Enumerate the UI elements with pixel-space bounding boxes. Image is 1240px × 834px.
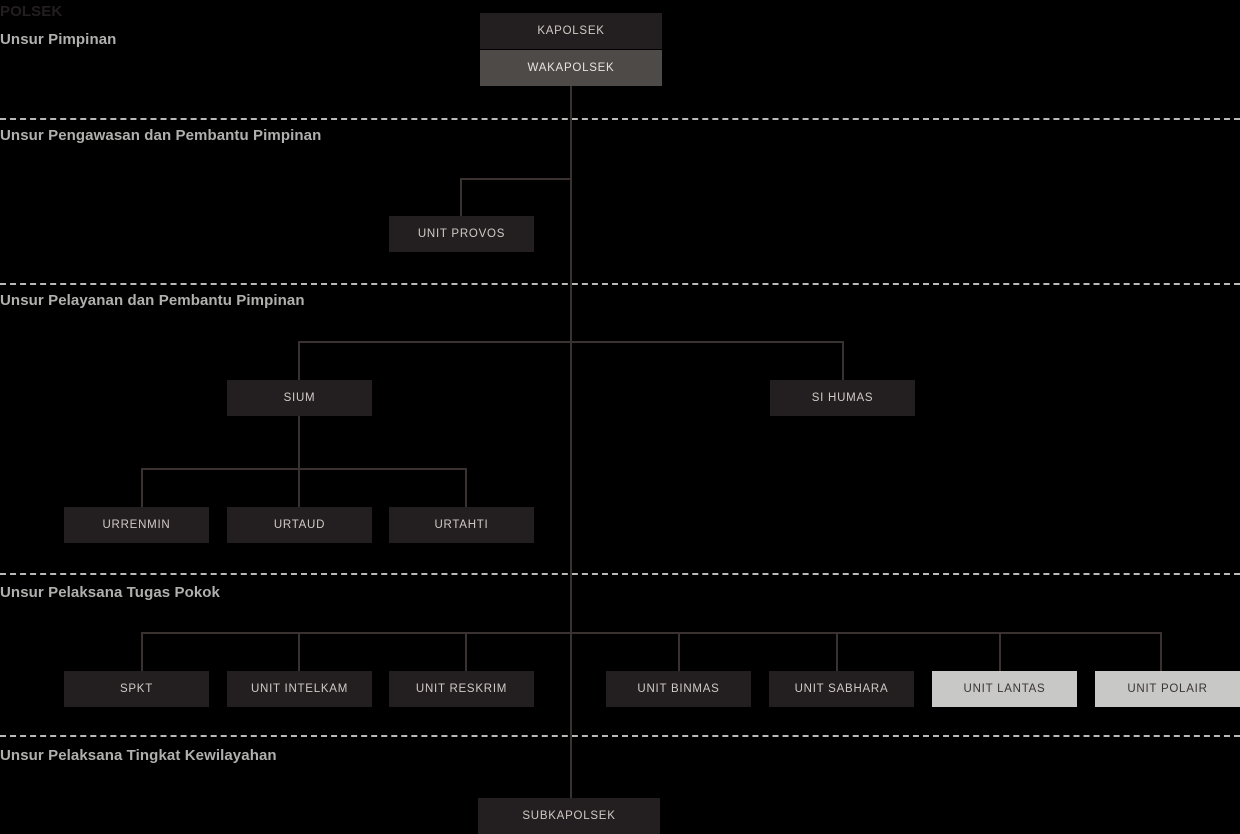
connector-sium-stem [298,341,300,380]
node-unit-polair[interactable]: UNIT POLAIR [1095,671,1240,707]
node-unit-reskrim[interactable]: UNIT RESKRIM [389,671,534,707]
section-label-pelaksana: Unsur Pelaksana Tugas Pokok [0,584,221,601]
node-urtaud[interactable]: URTAUD [227,507,372,543]
connector-sium-drop [298,415,300,468]
section-label-pengawasan: Unsur Pengawasan dan Pembantu Pimpinan [0,127,322,144]
section-divider-1 [0,118,1240,120]
node-unit-provos[interactable]: UNIT PROVOS [389,216,534,252]
connector-sium-children-bus [141,468,466,470]
section-divider-2 [0,283,1240,285]
node-unit-binmas[interactable]: UNIT BINMAS [606,671,751,707]
node-unit-intelkam[interactable]: UNIT INTELKAM [227,671,372,707]
connector-urtahti-stem [465,468,467,507]
connector-provos-horizontal [460,178,572,180]
node-spkt[interactable]: SPKT [64,671,209,707]
node-unit-sabhara[interactable]: UNIT SABHARA [769,671,914,707]
connector-binmas-stem [678,632,680,671]
connector-reskrim-stem [465,632,467,671]
section-label-pimpinan: Unsur Pimpinan [0,31,117,48]
connector-spkt-stem [141,632,143,671]
connector-pelayanan-bus [299,341,844,343]
node-si-humas[interactable]: SI HUMAS [770,380,915,416]
connector-sihumas-stem [842,341,844,380]
connector-lantas-stem [999,632,1001,671]
connector-sabhara-stem [836,632,838,671]
node-sium[interactable]: SIUM [227,380,372,416]
section-label-kewilayahan: Unsur Pelaksana Tingkat Kewilayahan [0,747,277,764]
connector-provos-stem [460,178,462,216]
connector-pelaksana-bus [141,632,1162,634]
node-wakapolsek[interactable]: WAKAPOLSEK [480,50,662,86]
connector-urrenmin-stem [141,468,143,507]
section-divider-4 [0,735,1240,737]
connector-urtaud-stem [298,468,300,507]
node-unit-lantas[interactable]: UNIT LANTAS [932,671,1077,707]
connector-polair-stem [1160,632,1162,671]
connector-intelkam-stem [298,632,300,671]
chart-title: POLSEK [0,3,63,20]
node-subkapolsek[interactable]: SUBKAPOLSEK [478,798,660,834]
node-urrenmin[interactable]: URRENMIN [64,507,209,543]
node-urtahti[interactable]: URTAHTI [389,507,534,543]
section-divider-3 [0,573,1240,575]
connector-main-spine [570,86,572,798]
node-kapolsek[interactable]: KAPOLSEK [480,13,662,49]
section-label-pelayanan: Unsur Pelayanan dan Pembantu Pimpinan [0,292,305,309]
